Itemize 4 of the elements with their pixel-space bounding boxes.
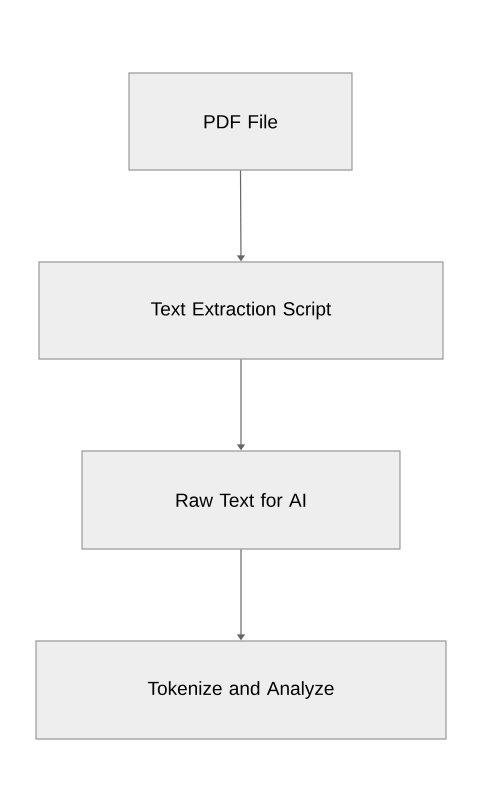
process-box: Raw Text for AI — [81, 450, 401, 550]
process-box: PDF File — [128, 72, 353, 171]
process-box: Text Extraction Script — [38, 261, 444, 360]
process-box: Tokenize and Analyze — [35, 640, 447, 740]
